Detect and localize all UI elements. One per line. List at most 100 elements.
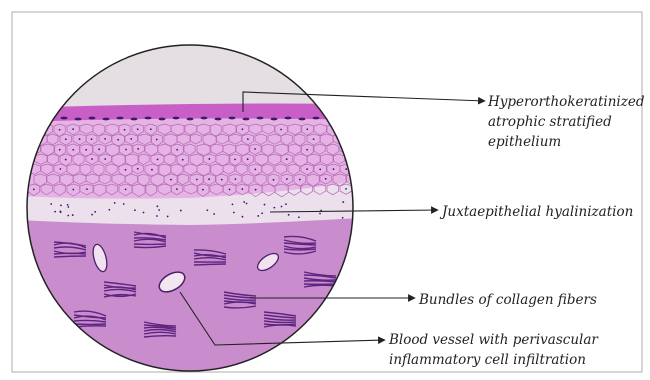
nucleus [50, 203, 52, 205]
nucleus [285, 203, 287, 205]
nucleus [103, 118, 110, 121]
nucleus [123, 203, 125, 205]
epithelial-cell [346, 134, 357, 144]
nucleus [91, 158, 93, 160]
nucleus [242, 128, 244, 130]
nucleus [72, 214, 74, 216]
nucleus [345, 168, 347, 170]
nucleus [176, 188, 178, 190]
nucleus [243, 201, 245, 203]
nucleus [271, 118, 278, 121]
nucleus [254, 168, 256, 170]
nucleus [67, 206, 69, 208]
nucleus [208, 158, 210, 160]
nucleus [156, 215, 158, 217]
nucleus [306, 168, 308, 170]
nucleus [137, 168, 139, 170]
label-hyperorthokeratinized-line-2: atrophic stratified [488, 112, 644, 132]
nucleus [173, 117, 180, 120]
label-hyperorthokeratinized: Hyperorthokeratinized atrophic stratifie… [488, 92, 644, 152]
label-blood-vessel-line-1: Blood vessel with perivascular [389, 330, 598, 350]
epithelial-cell [359, 154, 372, 166]
nucleus [221, 179, 223, 181]
nucleus [85, 149, 87, 151]
nucleus [345, 188, 347, 190]
nucleus [273, 207, 275, 209]
nucleus [313, 117, 320, 120]
nucleus [288, 214, 290, 216]
nucleus [206, 209, 208, 211]
nucleus [131, 118, 138, 121]
nucleus [108, 209, 110, 211]
nucleus [364, 138, 366, 140]
nucleus [333, 168, 335, 170]
nucleus [67, 215, 69, 217]
nucleus [313, 138, 315, 140]
nucleus [359, 148, 361, 150]
label-hyperorthokeratinized-line-3: epithelium [488, 132, 644, 152]
label-blood-vessel: Blood vessel with perivascular inflammat… [389, 330, 598, 370]
nucleus [359, 129, 361, 131]
nucleus [65, 138, 67, 140]
nucleus [351, 159, 353, 161]
nucleus [125, 149, 127, 151]
nucleus [202, 189, 204, 191]
nucleus [117, 117, 124, 120]
nucleus [319, 168, 321, 170]
nucleus [98, 148, 100, 150]
nucleus [150, 128, 152, 130]
nucleus [61, 117, 68, 120]
nucleus [298, 216, 300, 218]
nucleus [261, 212, 263, 214]
nucleus [59, 149, 61, 151]
nucleus [143, 212, 145, 214]
nucleus [170, 179, 172, 181]
nucleus [94, 211, 96, 213]
nucleus [130, 138, 132, 140]
nucleus [65, 159, 67, 161]
nucleus [255, 189, 257, 191]
nucleus [229, 188, 231, 190]
nucleus [72, 189, 74, 191]
epithelial-cell [359, 174, 373, 184]
epithelial-cell [353, 124, 367, 137]
nucleus [299, 179, 301, 181]
nucleus [60, 204, 62, 206]
nucleus [104, 158, 106, 160]
nucleus [60, 211, 62, 213]
nucleus [117, 139, 119, 141]
nucleus [246, 203, 248, 205]
nucleus [342, 217, 344, 219]
nucleus [137, 128, 139, 130]
nucleus [247, 138, 249, 140]
nucleus [156, 139, 158, 141]
nucleus [208, 178, 210, 180]
nucleus [159, 118, 166, 121]
nucleus [285, 117, 292, 120]
label-hyperorthokeratinized-line-1: Hyperorthokeratinized [488, 92, 644, 112]
nucleus [254, 148, 256, 150]
nucleus [104, 138, 106, 140]
collagen-fiber [54, 253, 86, 254]
nucleus [157, 159, 159, 161]
nucleus [79, 138, 81, 140]
epithelial-cell [340, 124, 352, 136]
nucleus [241, 188, 243, 190]
nucleus [182, 159, 184, 161]
nucleus [91, 214, 93, 216]
epithelial-cell [353, 144, 366, 155]
nucleus [280, 129, 282, 131]
nucleus [158, 209, 160, 211]
nucleus [151, 169, 153, 171]
nucleus [167, 216, 169, 218]
nucleus [137, 148, 139, 150]
micrograph [20, 40, 380, 380]
label-juxtaepithelial: Juxtaepithelial hyalinization [442, 202, 633, 222]
epithelial-cell [28, 124, 40, 136]
nucleus [59, 129, 61, 131]
nucleus [33, 188, 35, 190]
nucleus [176, 149, 178, 151]
label-blood-vessel-line-2: inflammatory cell infiltration [389, 350, 598, 370]
nucleus [257, 215, 259, 217]
